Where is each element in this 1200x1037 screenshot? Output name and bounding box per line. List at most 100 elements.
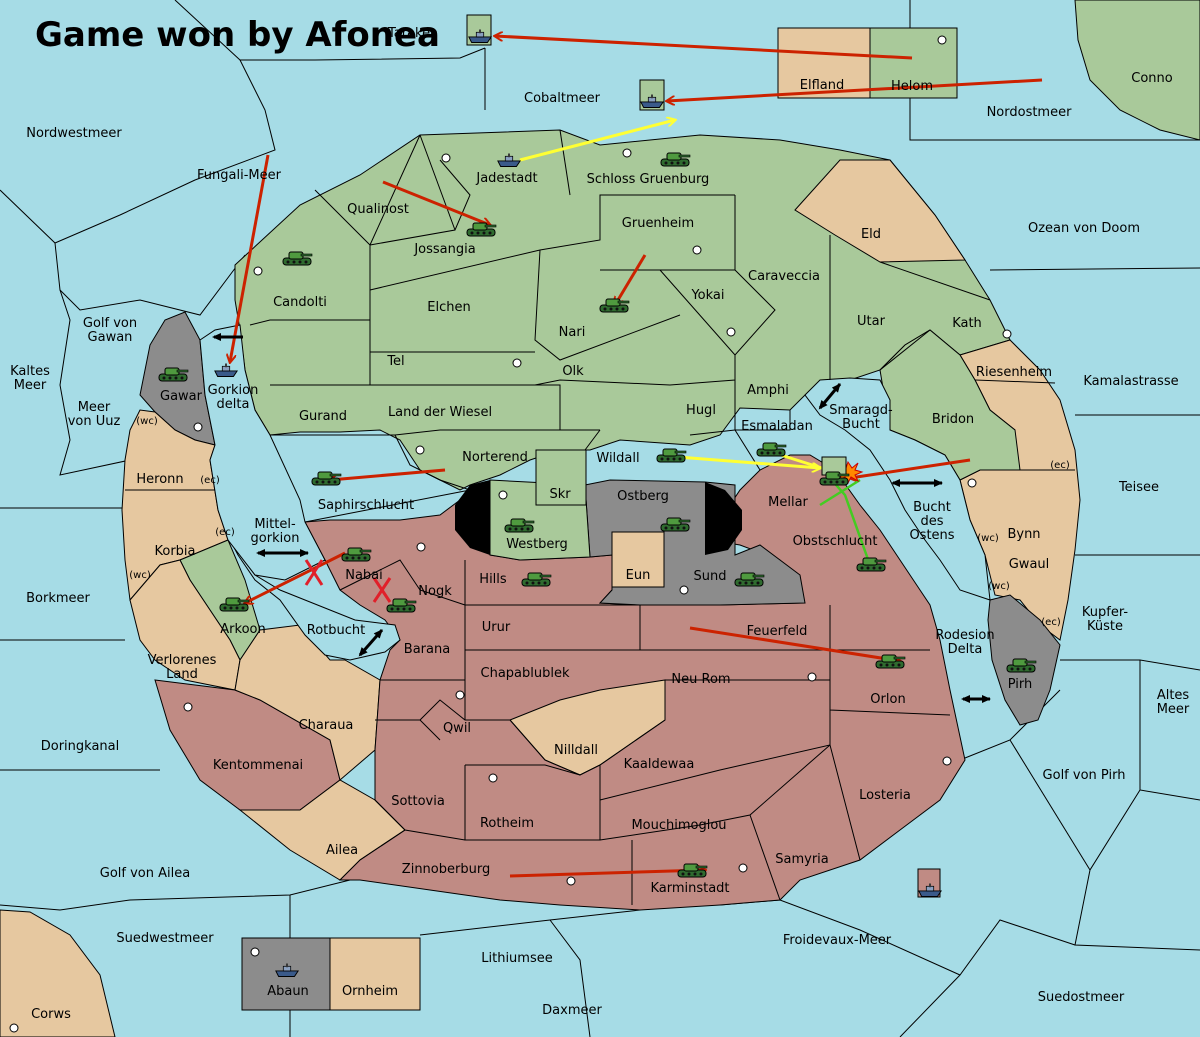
label-eun: Eun: [626, 568, 651, 583]
label-candolti: Candolti: [273, 295, 327, 310]
label-wildall: Wildall: [596, 451, 639, 466]
label-suedostmeer: Suedostmeer: [1038, 990, 1125, 1005]
label-teisee: Teisee: [1118, 480, 1159, 495]
adjacency-arrows: [212, 333, 991, 703]
label-karminstadt: Karminstadt: [650, 881, 729, 896]
label-ailea: Ailea: [326, 843, 358, 858]
label-corws: Corws: [31, 1007, 71, 1022]
label-bynn: Bynn: [1007, 527, 1040, 542]
label-kentommenai: Kentommenai: [213, 758, 303, 773]
province-corws[interactable]: [0, 909, 116, 1037]
label-obstschlucht: Obstschlucht: [793, 534, 878, 549]
label-mittelgorkion: Mittel-gorkion: [251, 517, 300, 546]
label-helom: Helom: [891, 79, 933, 94]
label-arkoon: Arkoon: [220, 622, 265, 637]
coast-mark-ec: (ec): [215, 527, 235, 538]
coast-markers: (wc) (ec) (ec) (wc) (ec) (wc) (wc) (ec): [129, 416, 1070, 628]
province-borders: [240, 129, 991, 905]
sea-mittelgorkion[interactable]: [199, 324, 326, 581]
label-lithiumsee: Lithiumsee: [481, 951, 552, 966]
label-elchen: Elchen: [427, 300, 470, 315]
label-nilldall: Nilldall: [554, 743, 598, 758]
label-orlon: Orlon: [870, 692, 905, 707]
label-land-der-wiesel: Land der Wiesel: [388, 405, 492, 420]
label-nabai: Nabai: [345, 568, 383, 583]
label-saphirschlucht: Saphirschlucht: [318, 498, 414, 513]
label-charaua: Charaua: [299, 718, 354, 733]
label-chapablublek: Chapablublek: [481, 666, 570, 681]
label-caraveccia: Caraveccia: [748, 269, 820, 284]
label-gruenheim: Gruenheim: [622, 216, 694, 231]
label-nogk: Nogk: [418, 584, 452, 599]
failed-order-marks: [304, 559, 392, 603]
label-heronn: Heronn: [136, 472, 183, 487]
label-rotbucht: Rotbucht: [307, 623, 365, 638]
label-norterend: Norterend: [462, 450, 528, 465]
label-olk: Olk: [562, 364, 584, 379]
label-esmaladan: Esmaladan: [741, 419, 813, 434]
province-labels: Tarakea Elfland Helom Conno Nordwestmeer…: [26, 26, 1178, 1022]
label-qwil: Qwil: [443, 721, 471, 736]
label-tarakea: Tarakea: [387, 26, 438, 41]
label-zinnoberburg: Zinnoberburg: [402, 862, 490, 877]
province-conno[interactable]: [1074, 0, 1200, 141]
label-froidevaux-meer: Froidevaux-Meer: [783, 933, 892, 948]
label-pirh: Pirh: [1008, 677, 1033, 692]
province-ornheim[interactable]: [329, 937, 421, 1011]
label-losteria: Losteria: [859, 788, 911, 803]
label-kamalastrasse: Kamalastrasse: [1083, 374, 1178, 389]
label-kath: Kath: [952, 316, 982, 331]
coast-mark-ec: (ec): [200, 475, 220, 486]
label-suedwestmeer: Suedwestmeer: [116, 931, 214, 946]
label-jossangia: Jossangia: [413, 242, 475, 257]
label-elfland: Elfland: [800, 78, 844, 93]
label-neu-rom: Neu Rom: [671, 672, 730, 687]
label-ornheim: Ornheim: [342, 984, 398, 999]
sea-smaragd-bucht-east[interactable]: [804, 377, 991, 601]
label-gawar: Gawar: [160, 389, 203, 404]
label-golf-von-ailea: Golf von Ailea: [100, 866, 190, 881]
sea-rotbucht[interactable]: [229, 539, 401, 661]
label-doringkanal: Doringkanal: [41, 739, 120, 754]
province-eld[interactable]: [794, 159, 966, 263]
move-orders: [230, 36, 1043, 878]
label-qualinost: Qualinost: [347, 202, 409, 217]
label-sottovia: Sottovia: [391, 794, 445, 809]
wall-east: [705, 482, 742, 555]
island-southeast[interactable]: [917, 868, 941, 898]
province-skr[interactable]: [535, 449, 587, 506]
label-urur: Urur: [482, 620, 511, 635]
label-skr: Skr: [549, 487, 571, 502]
label-cobaltmeer: Cobaltmeer: [524, 91, 601, 106]
label-utar: Utar: [857, 314, 886, 329]
label-eld: Eld: [861, 227, 881, 242]
supply-centers: [9, 35, 1012, 1033]
label-mellar: Mellar: [768, 495, 808, 510]
label-nari: Nari: [559, 325, 586, 340]
label-yokai: Yokai: [690, 288, 724, 303]
label-golf-von-pirh: Golf von Pirh: [1043, 768, 1126, 783]
label-rotheim: Rotheim: [480, 816, 534, 831]
label-conno: Conno: [1131, 71, 1173, 86]
province-eun[interactable]: [611, 531, 665, 588]
label-borkmeer: Borkmeer: [26, 591, 90, 606]
coast-mark-wc: (wc): [988, 581, 1010, 592]
label-kaaldewaa: Kaaldewaa: [624, 757, 695, 772]
province-verlorenes-land[interactable]: [129, 559, 241, 691]
label-hills: Hills: [479, 572, 507, 587]
label-tel: Tel: [386, 354, 404, 369]
label-ozean-von-doom: Ozean von Doom: [1028, 221, 1140, 236]
label-riesenheim: Riesenheim: [976, 365, 1052, 380]
label-mouchimoglou: Mouchimoglou: [631, 818, 726, 833]
wall-west: [455, 480, 490, 555]
game-title: Game won by Afonea: [35, 15, 440, 55]
label-gwaul: Gwaul: [1009, 557, 1050, 572]
